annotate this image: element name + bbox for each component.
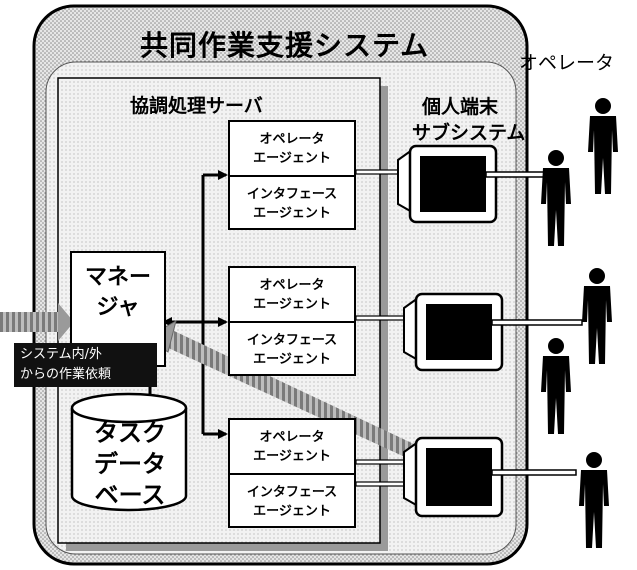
database-label: タスク データ ベース — [74, 418, 186, 511]
operator-label: オペレータ — [519, 52, 615, 74]
operator-agent-box: オペレータ エージェント — [230, 122, 354, 175]
agent-pair-1: オペレータ エージェント インタフェース エージェント — [228, 120, 356, 230]
interface-agent-box: インタフェース エージェント — [230, 175, 354, 230]
database-label-line1: タスク — [94, 419, 166, 447]
terminal-label-line2: サブシステム — [412, 122, 526, 144]
interface-agent-line1: インタフェース — [246, 186, 338, 202]
operator-agent-line2: エージェント — [253, 448, 331, 464]
operator-agent-line2: エージェント — [253, 296, 331, 312]
database-label-line2: データ — [94, 450, 166, 478]
agent-pair-2: オペレータ エージェント インタフェース エージェント — [228, 266, 356, 376]
operator-person-icon — [582, 268, 612, 364]
request-label-line1: システム内/外 — [20, 347, 102, 362]
database-label-line3: ベース — [94, 481, 166, 509]
operator-agent-line1: オペレータ — [259, 429, 325, 445]
operator-agent-box: オペレータ エージェント — [230, 268, 354, 321]
interface-agent-box: インタフェース エージェント — [230, 321, 354, 376]
terminal-monitor-3 — [403, 436, 504, 518]
terminal-subsystem-label: 個人端末 サブシステム — [412, 94, 525, 146]
incoming-request-arrow — [0, 303, 74, 341]
request-label: システム内/外 からの作業依頼 — [14, 343, 157, 387]
terminal-label-line1: 個人端末 — [422, 96, 499, 118]
agent-pair-3: オペレータ エージェント インタフェース エージェント — [228, 418, 356, 528]
server-label: 協調処理サーバ — [130, 95, 263, 117]
request-label-line2: からの作業依頼 — [20, 367, 112, 382]
agent-bus — [162, 170, 228, 439]
terminal-monitor-2 — [403, 292, 504, 372]
operator-person-icon — [541, 150, 571, 246]
operator-person-icon — [588, 98, 618, 194]
interface-agent-line2: エージェント — [253, 205, 331, 221]
operator-agent-line1: オペレータ — [259, 131, 325, 147]
operator-person-icon — [579, 452, 609, 548]
interface-agent-line2: エージェント — [253, 503, 331, 519]
operator-figures — [541, 98, 618, 548]
interface-agent-line1: インタフェース — [246, 332, 338, 348]
operator-agent-line1: オペレータ — [259, 277, 325, 293]
interface-agent-line2: エージェント — [253, 351, 331, 367]
system-title: 共同作業支援システム — [140, 29, 430, 62]
operator-person-icon — [541, 338, 571, 434]
interface-agent-line1: インタフェース — [246, 484, 338, 500]
interface-agent-box: インタフェース エージェント — [230, 473, 354, 528]
task-database — [70, 392, 188, 512]
manager-label-line1: マネー — [84, 265, 151, 290]
terminal-monitor-1 — [397, 144, 498, 224]
operator-agent-box: オペレータ エージェント — [230, 420, 354, 473]
operator-agent-line2: エージェント — [253, 150, 331, 166]
manager-label-line2: ジャ — [96, 295, 140, 320]
